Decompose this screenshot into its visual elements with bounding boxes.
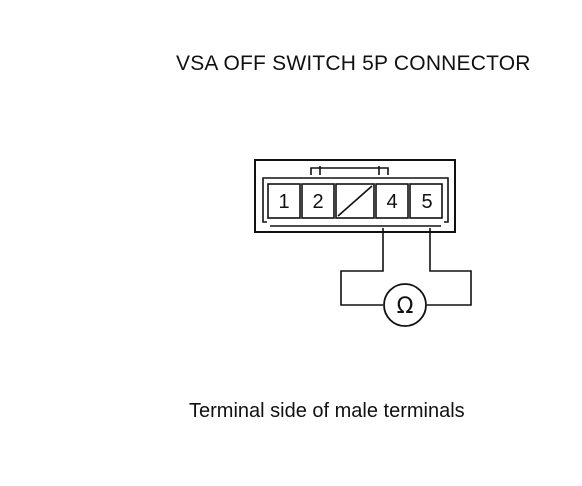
- pin-label-2: 2: [312, 191, 323, 213]
- probe-lead-pin-4: [340, 228, 384, 306]
- connector-housing: [254, 159, 456, 233]
- connector-lock-tab: [310, 167, 389, 175]
- pin-label-5: 5: [421, 191, 432, 213]
- probe-lead-pin-5: [427, 228, 472, 306]
- pin-cell-2: [301, 183, 335, 219]
- connector-inner-outline: [262, 177, 449, 223]
- ohmmeter-icon: Ω: [383, 283, 427, 327]
- diagram-caption: Terminal side of male terminals: [189, 400, 465, 422]
- pin-cell-1: [267, 183, 301, 219]
- ohm-symbol: Ω: [397, 294, 414, 319]
- pin-label-4: 4: [386, 191, 397, 213]
- pin-label-1: 1: [278, 191, 289, 213]
- diagram-title: VSA OFF SWITCH 5P CONNECTOR: [176, 52, 531, 75]
- pin-cell-blank: [335, 183, 375, 219]
- pin-cell-4: [375, 183, 409, 219]
- pin-cell-5: [409, 183, 443, 219]
- blank-pin-slash: [337, 185, 373, 217]
